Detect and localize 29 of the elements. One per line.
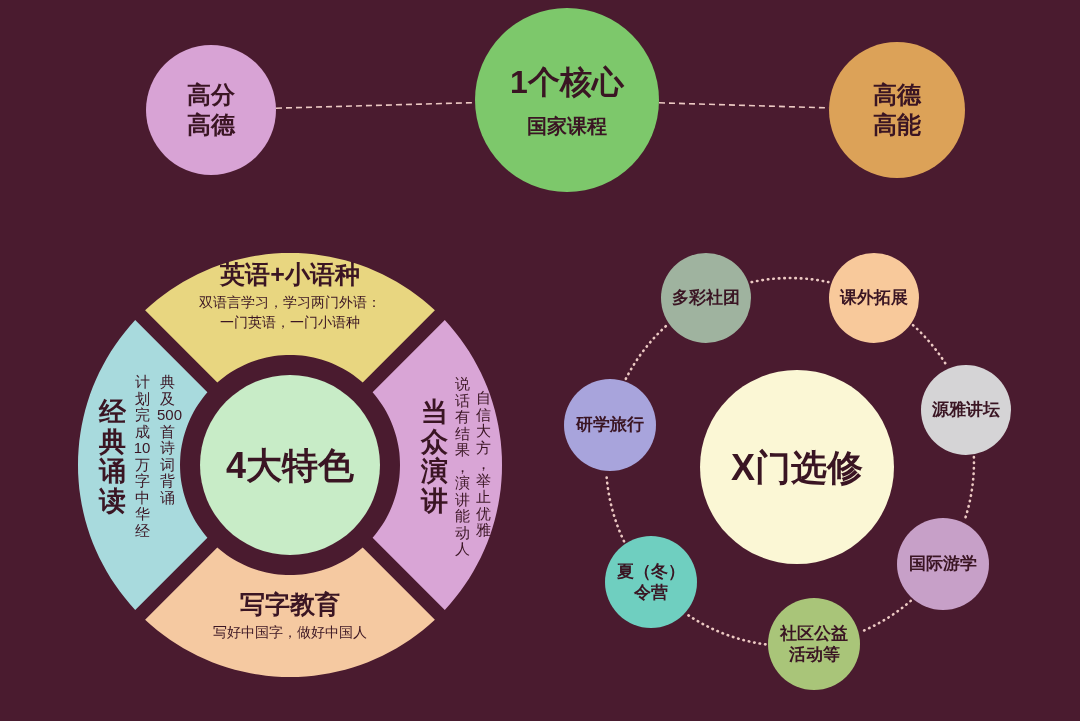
dotted-arc — [624, 323, 669, 381]
dotted-arc — [750, 276, 830, 284]
segment-heading: 写字教育 — [239, 589, 341, 620]
circle-label: 课外拓展 — [838, 287, 909, 309]
circle-label: 高德高能 — [872, 80, 923, 140]
circle-label: 夏（冬）令营 — [615, 560, 686, 604]
segment-heading: 经典诵读 — [97, 398, 128, 517]
circle-label: 高分高德 — [186, 80, 237, 140]
circle-label: 国际游学 — [908, 553, 978, 575]
circle-label: 源雅讲坛 — [931, 399, 1002, 421]
segment-description: 双语言学习，学习两门外语：一门英语，一门小语种 — [198, 293, 382, 333]
ring-segment — [78, 320, 208, 610]
circle-label: 4大特色 — [226, 443, 354, 488]
ring-segment — [145, 547, 435, 677]
ring-segment — [372, 320, 502, 610]
segment-heading: 当众演讲 — [419, 398, 450, 517]
circle-label: 研学旅行 — [574, 414, 645, 436]
segment-heading: 英语+小语种 — [219, 259, 361, 290]
circle-label: 多彩社团 — [671, 287, 742, 309]
dotted-arc — [686, 613, 767, 646]
circle-label: X门选修 — [731, 445, 863, 490]
segment-description: 自信大方，举止优雅 — [474, 390, 492, 539]
segment-description: 写好中国字，做好中国人 — [212, 623, 368, 642]
dotted-arc — [860, 599, 913, 633]
circle-label: 1个核心 — [510, 62, 624, 102]
center-circle — [200, 375, 380, 555]
circle-sublabel: 国家课程 — [527, 113, 607, 139]
circle-label: 社区公益活动等 — [779, 623, 850, 666]
segment-description: 说话有结果，演讲能动人 — [453, 376, 471, 558]
